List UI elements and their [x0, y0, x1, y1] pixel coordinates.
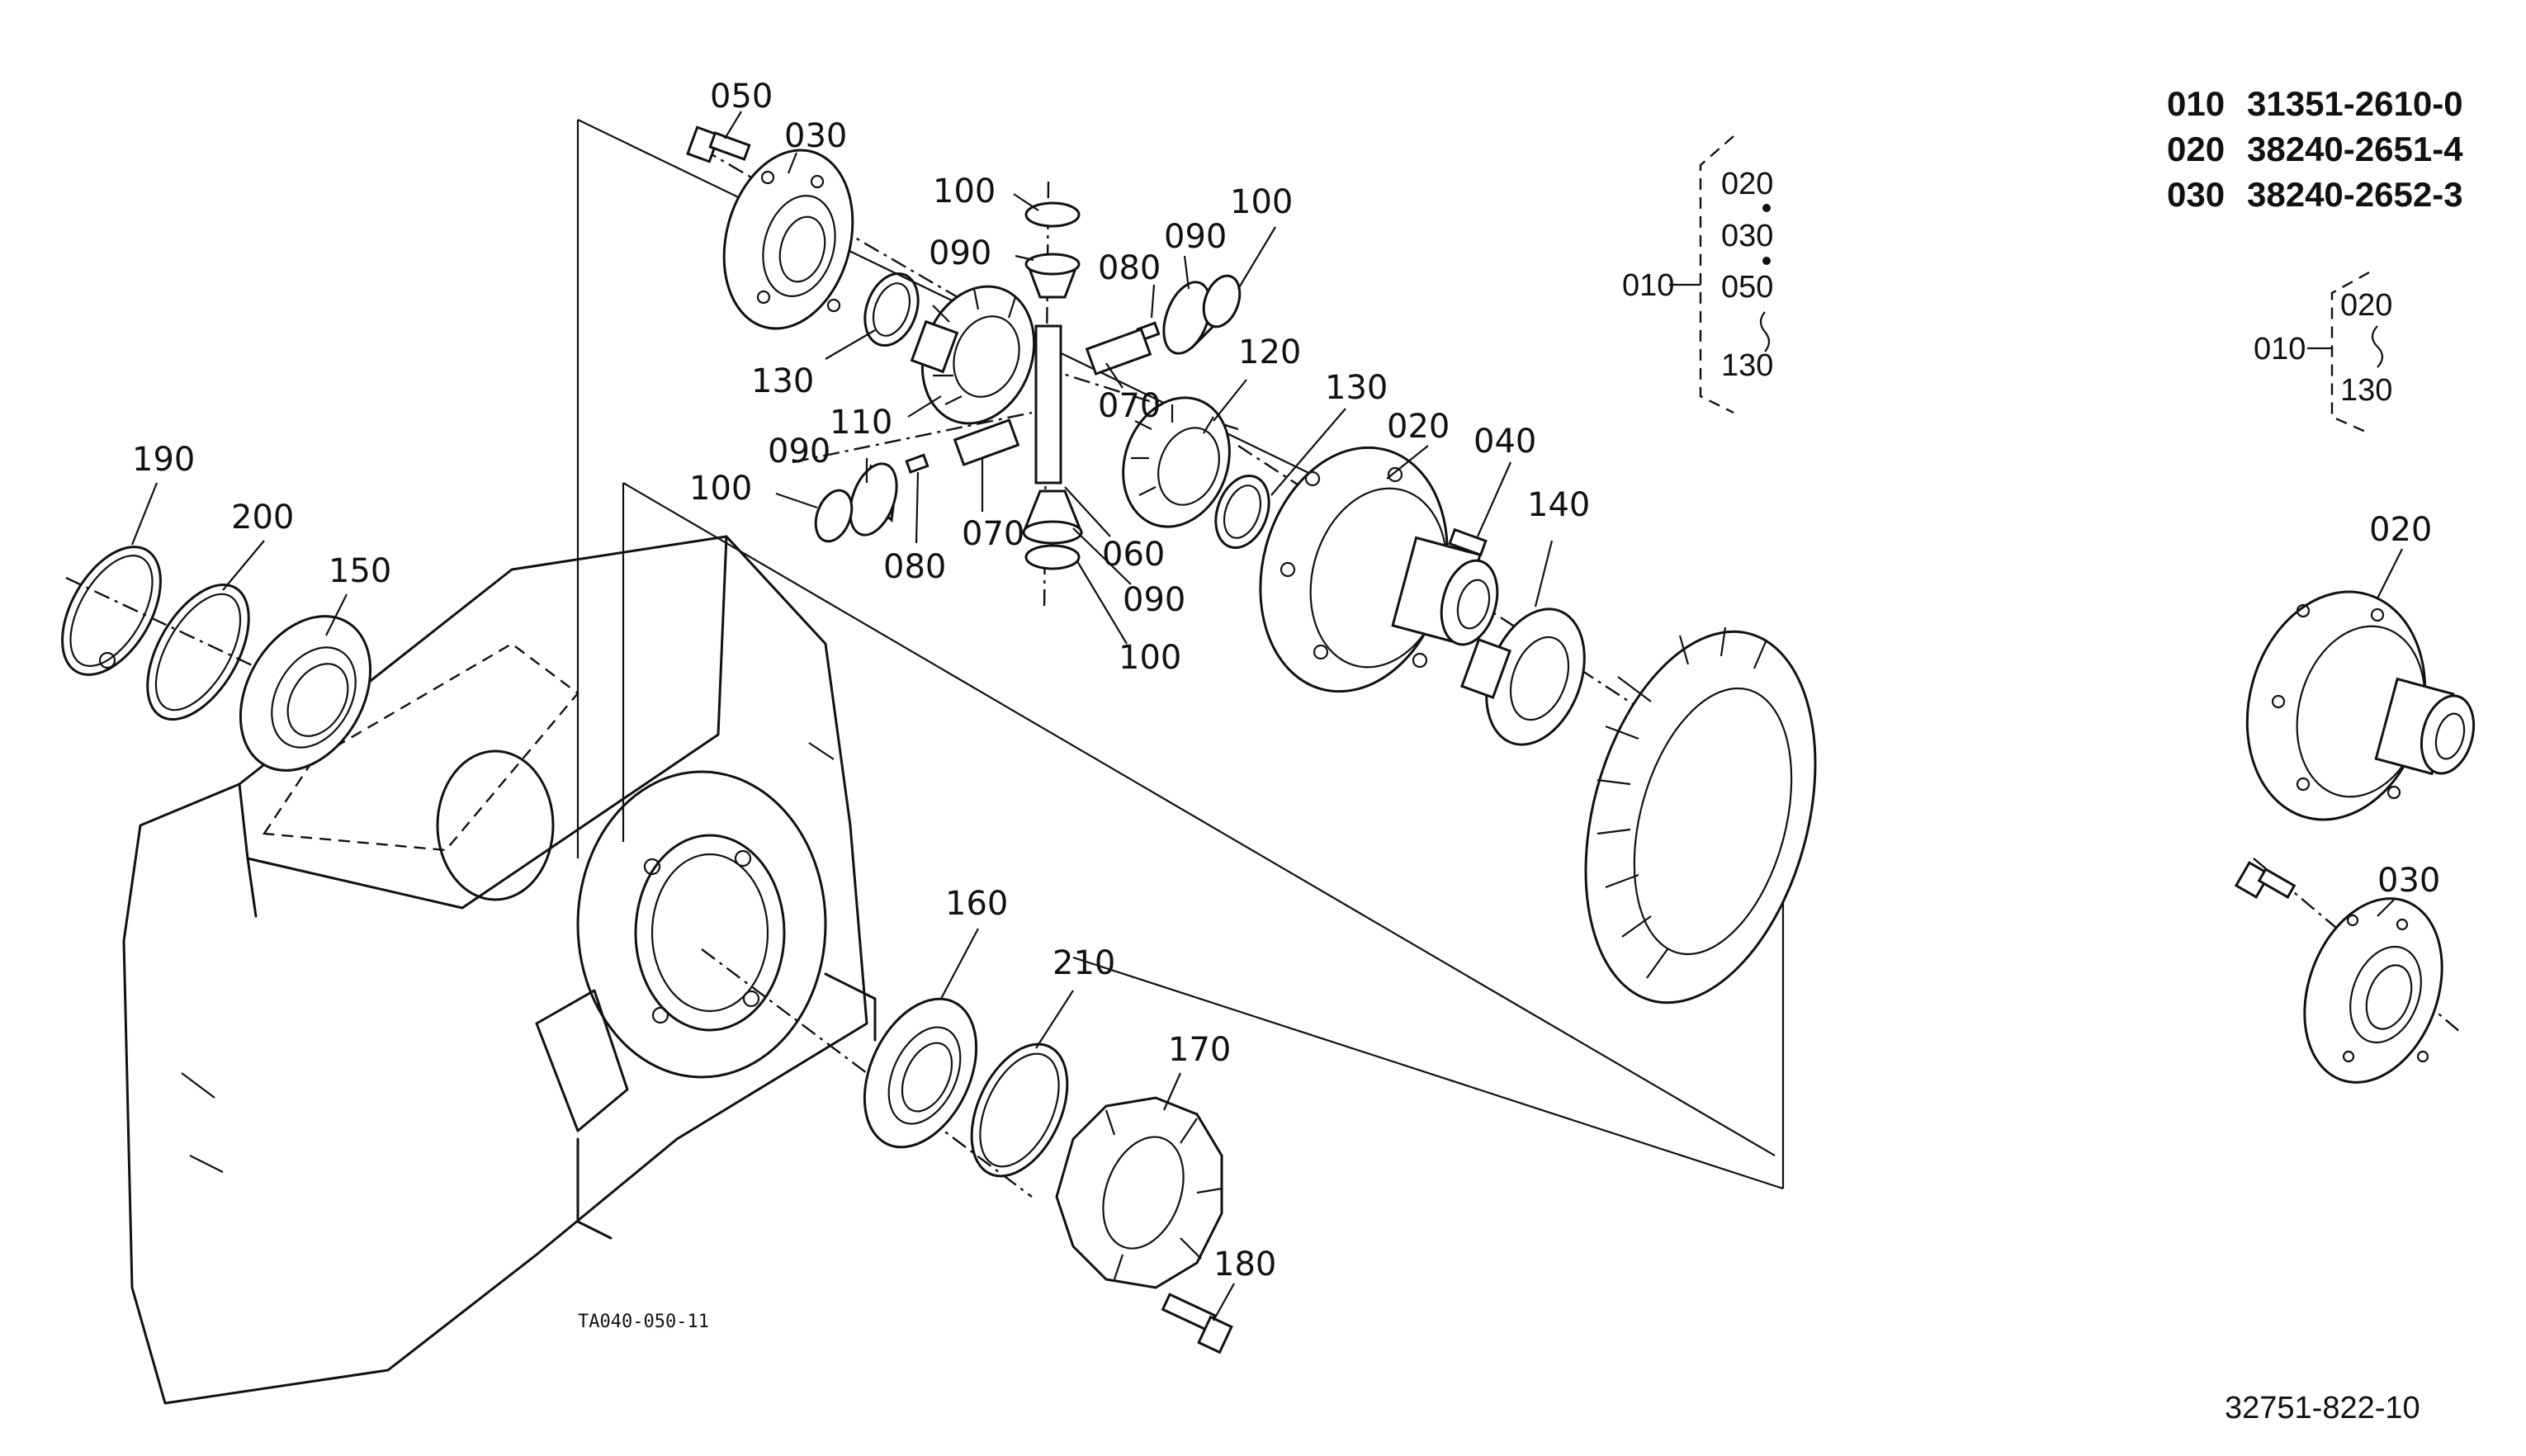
- detail-030-label: 030: [2377, 862, 2440, 900]
- callout-210: 210: [1052, 944, 1115, 982]
- callout-120: 120: [1238, 333, 1301, 371]
- part-ref-030: 030: [2167, 175, 2225, 214]
- group1-parent: 010: [1622, 268, 1674, 303]
- callout-070b: 070: [962, 515, 1024, 553]
- thrust-washers-100: [814, 201, 1242, 570]
- bolt-050: [686, 125, 751, 163]
- callout-130b: 130: [1325, 369, 1388, 407]
- leader-lines: [130, 111, 2403, 1321]
- ring-210: [970, 1042, 1069, 1178]
- callout-180: 180: [1213, 1246, 1276, 1283]
- callout-030: 030: [784, 117, 847, 155]
- detail-020-label: 020: [2369, 511, 2432, 549]
- callout-090c: 090: [768, 433, 830, 470]
- side-gear-120: [1122, 396, 1231, 528]
- part-number-020: 38240-2651-4: [2247, 130, 2463, 168]
- bracket-group-1: [1669, 135, 1771, 414]
- callout-020: 020: [1387, 408, 1450, 446]
- part-number-030: 38240-2652-3: [2247, 175, 2463, 214]
- callout-160: 160: [945, 885, 1008, 923]
- axis-lines: [65, 147, 2461, 1198]
- callout-100a: 100: [933, 173, 996, 210]
- group1-item-030: 030: [1721, 219, 1773, 253]
- callout-080b: 080: [883, 548, 946, 586]
- callout-050: 050: [710, 78, 773, 116]
- drawing-code: TA040-050-11: [578, 1312, 709, 1332]
- callout-140: 140: [1527, 486, 1590, 524]
- bearing-150: [239, 615, 372, 772]
- part-number-010: 31351-2610-0: [2247, 84, 2463, 123]
- bracket-group-1-labels: 010 020 030 050 130: [1622, 167, 1773, 383]
- callout-100c: 100: [689, 470, 752, 508]
- callout-100b: 100: [1230, 183, 1293, 221]
- part-number-list: 010 31351-2610-0 020 38240-2651-4 030 38…: [2167, 84, 2463, 214]
- group2-item-020: 020: [2340, 288, 2392, 323]
- washer-130b: [1214, 474, 1270, 550]
- callout-040: 040: [1474, 423, 1536, 461]
- callout-090a: 090: [929, 234, 991, 272]
- callout-100d: 100: [1119, 639, 1181, 677]
- circlip-190: [61, 546, 162, 676]
- callout-200: 200: [231, 499, 294, 537]
- part-ref-020: 020: [2167, 130, 2225, 168]
- group1-item-020: 020: [1721, 167, 1773, 201]
- callout-170: 170: [1168, 1031, 1231, 1069]
- callout-labels: 050 030 100 090 080 090 100 130 110 070 …: [132, 78, 1590, 1283]
- callout-090b: 090: [1164, 218, 1227, 256]
- side-gear-110: [910, 285, 1036, 425]
- pinion-gears-090: [849, 253, 1215, 545]
- group1-item-050: 050: [1721, 270, 1773, 305]
- detail-cover-030: [2234, 861, 2443, 1084]
- bearing-140: [1460, 607, 1586, 746]
- pin-040: [1448, 527, 1488, 557]
- callout-190: 190: [132, 441, 195, 479]
- washer-130a: [863, 272, 920, 347]
- group1-item-130: 130: [1721, 348, 1773, 383]
- callout-080a: 080: [1098, 249, 1161, 287]
- group2-item-130: 130: [2340, 373, 2392, 408]
- diagram-number: 32751-822-10: [2225, 1391, 2420, 1425]
- part-ref-010: 010: [2167, 84, 2225, 123]
- ring-gear: [1584, 626, 1817, 1005]
- callout-070a: 070: [1098, 387, 1161, 425]
- callout-130a: 130: [751, 362, 814, 400]
- transmission-housing: [122, 535, 877, 1405]
- group2-parent: 010: [2254, 332, 2306, 366]
- callout-110: 110: [830, 404, 892, 442]
- bolt-180: [1161, 1293, 1233, 1354]
- callout-150: 150: [329, 552, 391, 590]
- bracket-group-2: [2307, 271, 2384, 435]
- pinion-shaft-060: [1034, 324, 1062, 485]
- detail-diff-case-020: [2245, 590, 2476, 821]
- ring-200: [146, 583, 250, 721]
- diff-case-020: [1259, 446, 1499, 693]
- bearing-160: [863, 997, 978, 1149]
- cover-030: [722, 149, 854, 330]
- pins-080-070: [905, 321, 1161, 474]
- callout-060: 060: [1102, 536, 1165, 574]
- coupling-170: [1055, 1096, 1223, 1289]
- bracket-group-2-labels: 010 020 130: [2254, 288, 2392, 408]
- callout-090d: 090: [1123, 581, 1185, 619]
